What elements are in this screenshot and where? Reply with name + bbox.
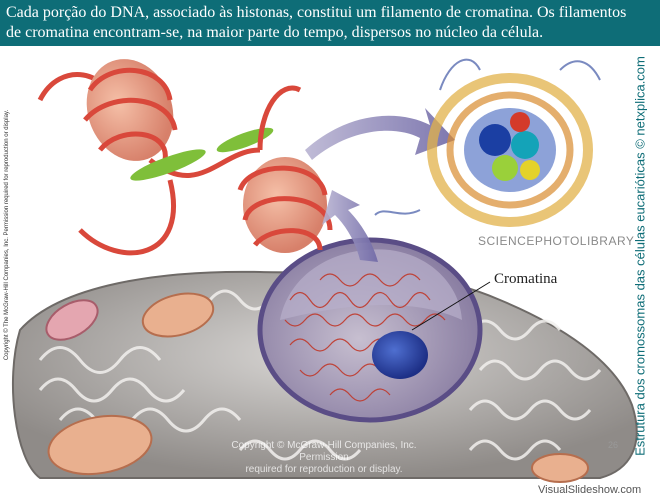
copyright-note: Copyright © The McGraw-Hill Companies, I… (4, 110, 10, 360)
nucleosome-model (375, 60, 600, 222)
watermark: Copyright © McGraw-Hill Companies, Inc. … (214, 440, 434, 476)
side-title-container: Estrutura dos cromossomas das células eu… (622, 76, 658, 436)
brand-footer: VisualSlideshow.com (538, 484, 641, 496)
watermark-line-1: Copyright © McGraw-Hill Companies, Inc. … (214, 440, 434, 464)
chromatin-fiber (40, 47, 330, 253)
chromatin-label: Cromatina (494, 271, 557, 288)
image-credit: SCIENCEPHOTOLIBRARY (478, 234, 634, 248)
page-number: 26 (608, 440, 618, 450)
side-title: Estrutura dos cromossomas das células eu… (633, 56, 648, 456)
watermark-line-2: required for reproduction or display. (214, 464, 434, 476)
copyright-side: Copyright © The McGraw-Hill Companies, I… (0, 90, 14, 380)
